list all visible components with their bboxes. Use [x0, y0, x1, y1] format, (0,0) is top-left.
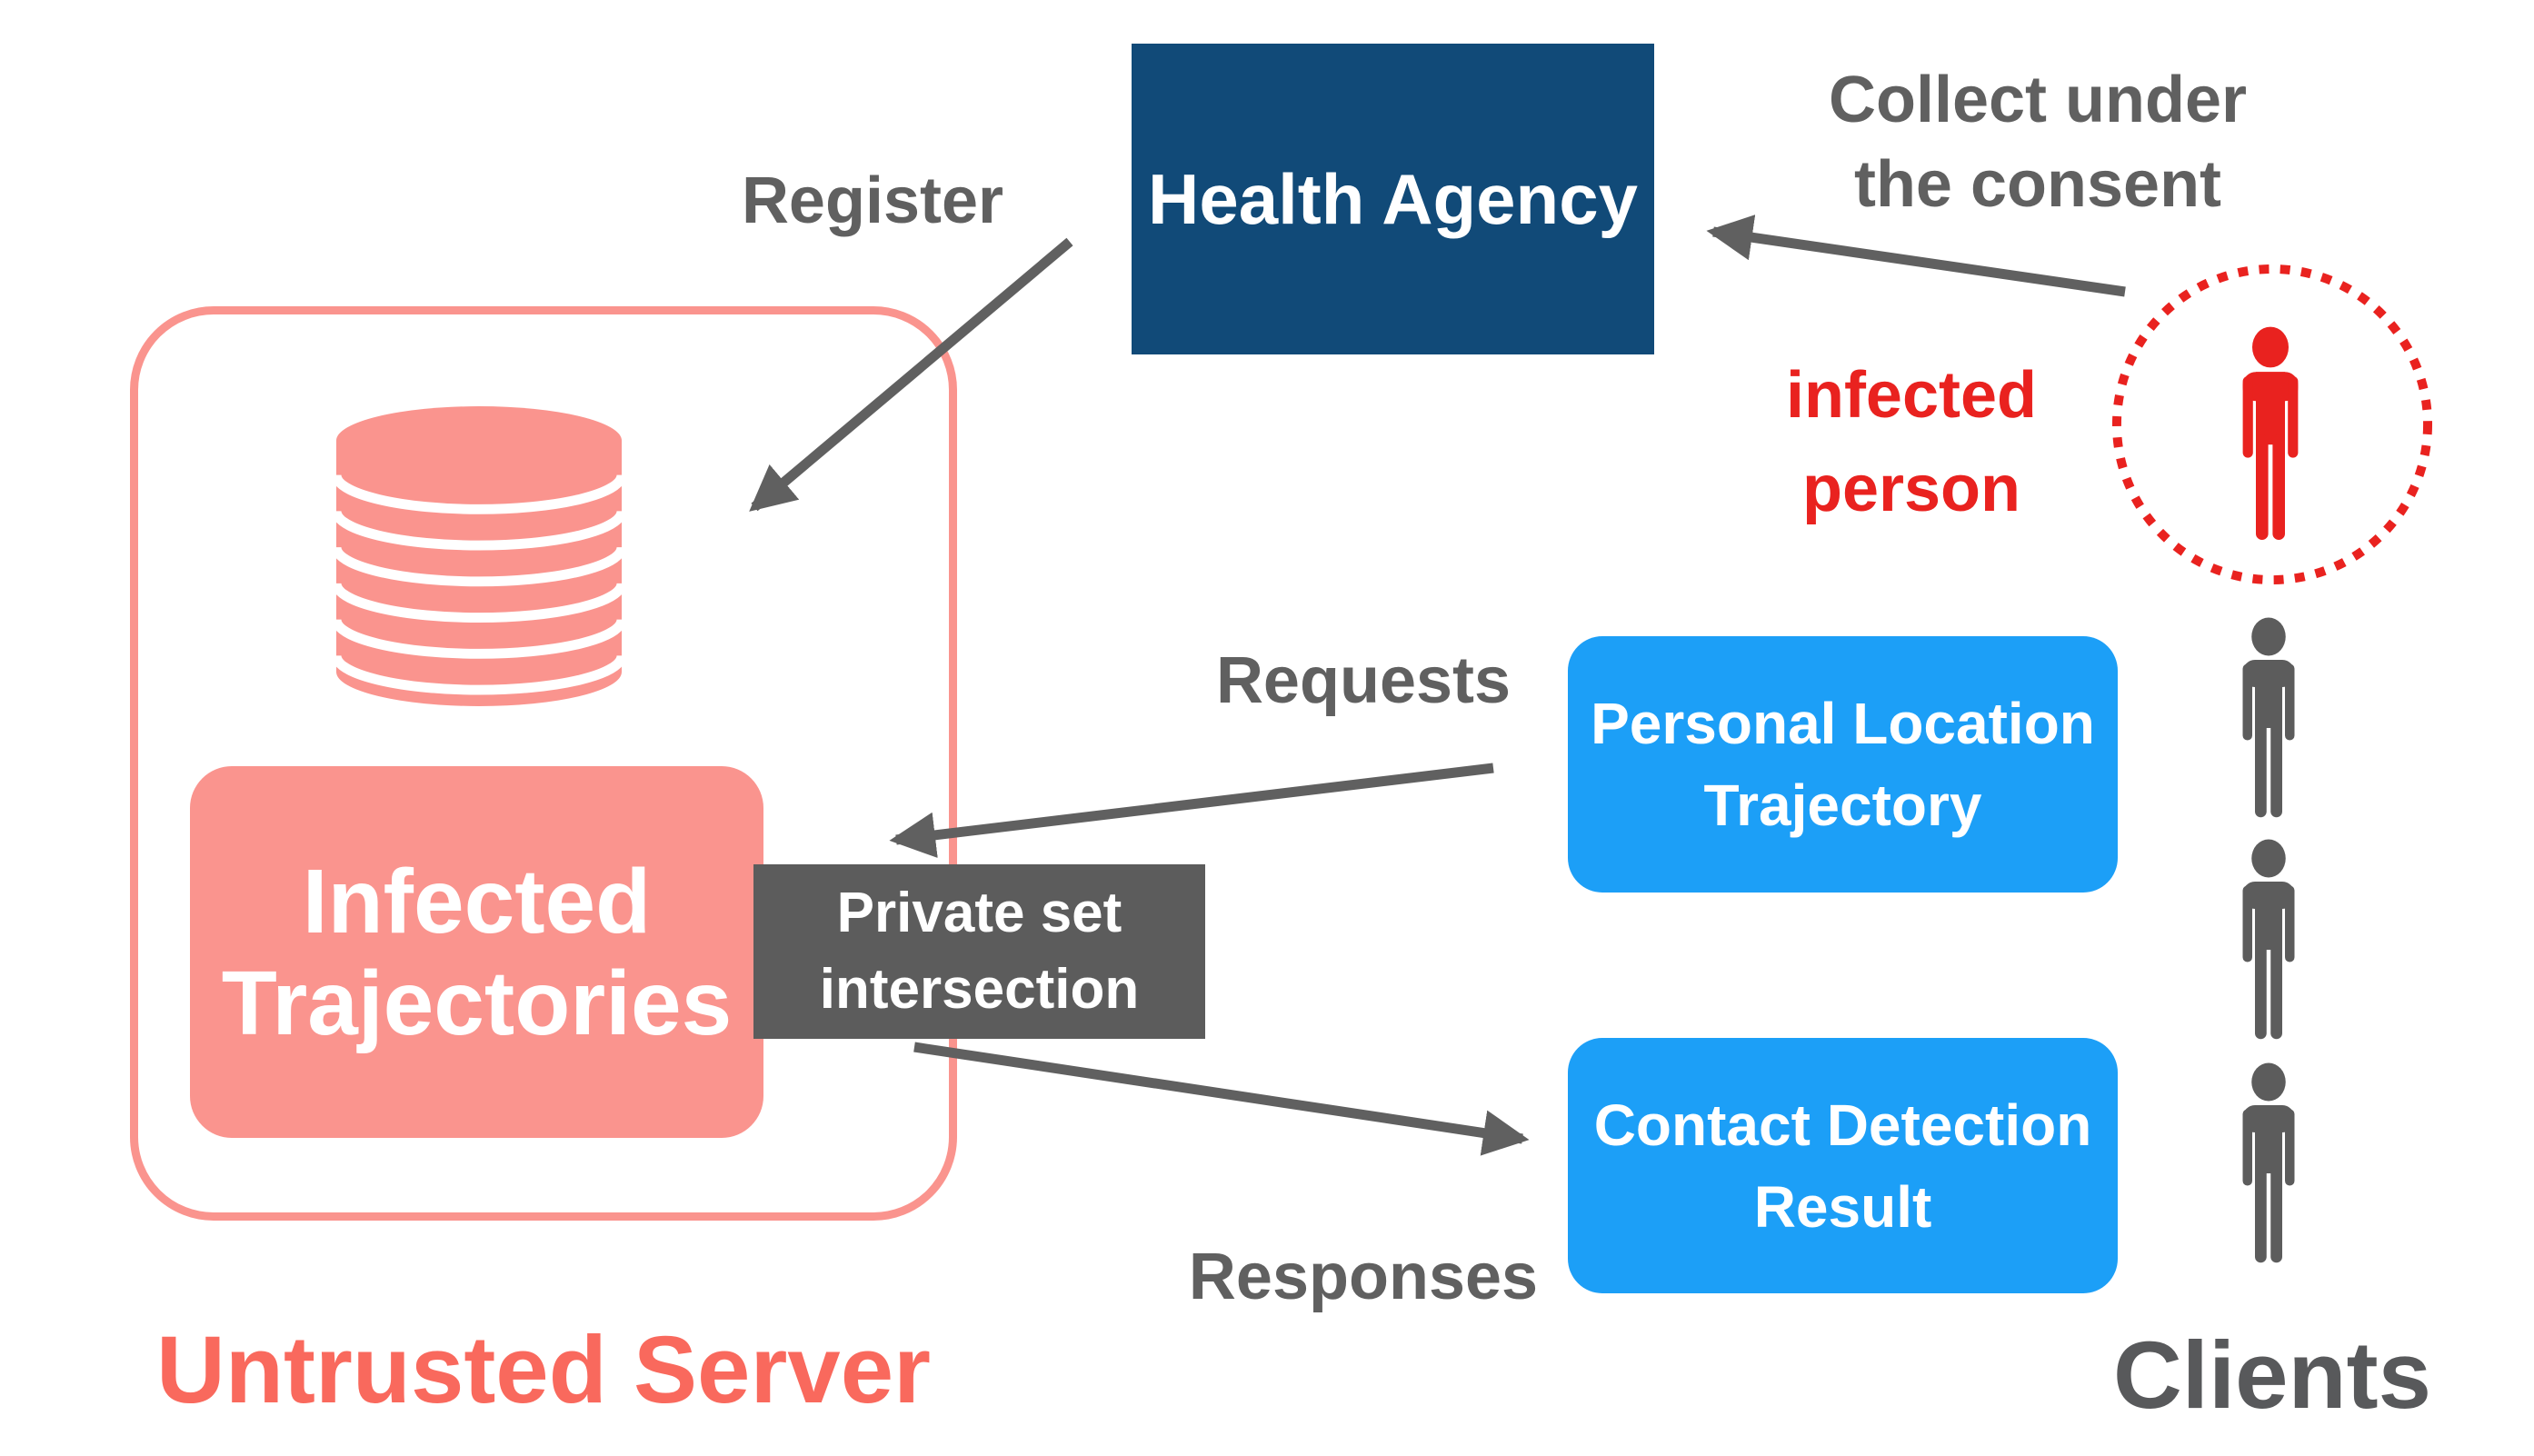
infected-person-line2: person [1801, 453, 2021, 525]
health-agency-label: Health Agency [1148, 158, 1638, 239]
responses-arrow [913, 1042, 1530, 1156]
collect-line1: Collect under [1828, 64, 2248, 136]
infected-trajectories-box: Infected Trajectories [190, 766, 763, 1138]
contact-box-line2: Result [1753, 1173, 1932, 1240]
client-person-icon [2228, 1062, 2310, 1266]
personal-location-trajectory-box: Personal Location Trajectory [1568, 636, 2118, 893]
infected-person-line1: infected [1785, 359, 2038, 432]
register-label: Register [741, 165, 1004, 237]
contact-detection-result-box: Contact Detection Result [1568, 1038, 2118, 1293]
requests-label: Requests [1215, 644, 1511, 717]
client-person-icon [2228, 616, 2310, 821]
database-icon [334, 402, 624, 711]
infected-person-label: infected person [1639, 349, 2184, 536]
infected-trajectories-line2: Trajectories [221, 952, 733, 1054]
untrusted-server-label: Untrusted Server [156, 1317, 931, 1423]
private-set-intersection-box: Private set intersection [753, 864, 1205, 1039]
contact-box-line1: Contact Detection [1593, 1092, 2092, 1158]
responses-label: Responses [1188, 1241, 1539, 1313]
infected-trajectories-line1: Infected [302, 850, 652, 952]
personal-box-line2: Trajectory [1703, 773, 1982, 838]
client-person-icon [2228, 838, 2310, 1042]
psi-line1: Private set [836, 882, 1122, 944]
collect-arrow [1706, 214, 2126, 297]
infected-person-icon [2227, 325, 2314, 544]
psi-line2: intersection [819, 958, 1140, 1021]
collect-line2: the consent [1853, 148, 2222, 221]
infected-highlight-circle [2110, 262, 2435, 587]
personal-box-line1: Personal Location [1591, 691, 2095, 756]
requests-arrow [889, 763, 1494, 858]
clients-label: Clients [2112, 1322, 2432, 1429]
health-agency-box: Health Agency [1132, 44, 1654, 354]
collect-under-consent-label: Collect under the consent [1765, 58, 2310, 227]
